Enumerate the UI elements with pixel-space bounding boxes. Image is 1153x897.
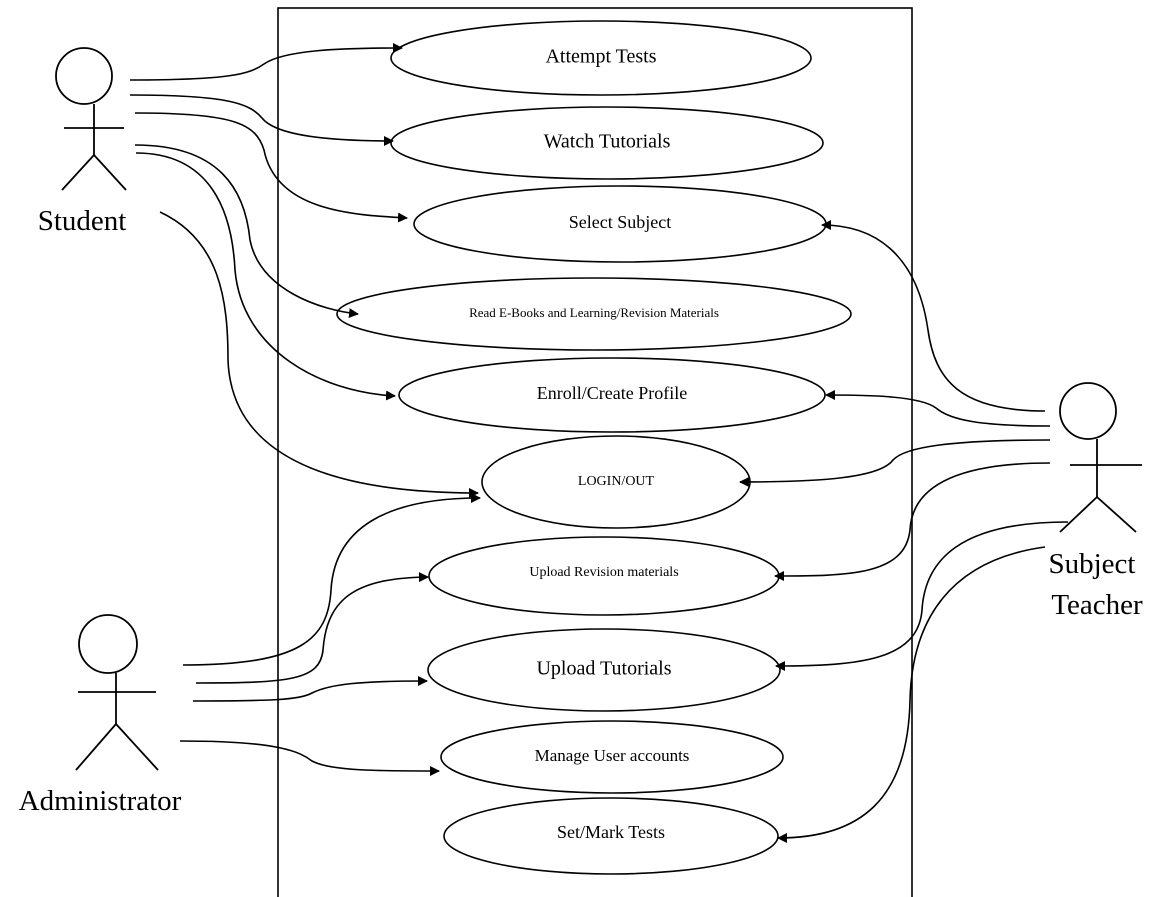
use-case-upload-tutorials-label: Upload Tutorials [536, 658, 671, 680]
use-case-read-ebooks-label: Read E-Books and Learning/Revision Mater… [469, 305, 719, 320]
link-teacher-upload-revision [774, 462, 1051, 581]
use-case-upload-revision: Upload Revision materials [428, 536, 780, 616]
link-teacher-login [739, 439, 1051, 487]
use-case-attempt-tests: Attempt Tests [390, 20, 812, 96]
link-student-login [159, 211, 479, 498]
use-case-set-mark-tests-label: Set/Mark Tests [557, 822, 665, 842]
link-student-select-subject [134, 112, 408, 223]
use-case-attempt-tests-label: Attempt Tests [545, 46, 656, 68]
actor-subject-teacher-label-line2: Teacher [1051, 589, 1143, 621]
actor-student: Student [38, 47, 127, 237]
actor-administrator-label: Administrator [19, 785, 182, 817]
link-student-attempt-tests [129, 43, 403, 81]
use-case-select-subject-label: Select Subject [569, 212, 671, 232]
use-case-read-ebooks: Read E-Books and Learning/Revision Mater… [336, 277, 852, 351]
use-case-upload-revision-label: Upload Revision materials [529, 565, 678, 580]
link-admin-upload-revision [195, 572, 429, 684]
link-admin-upload-tutorials [192, 676, 428, 702]
use-case-set-mark-tests: Set/Mark Tests [443, 797, 779, 875]
link-teacher-upload-tutorials [775, 521, 1069, 671]
use-case-login-out-label: LOGIN/OUT [578, 474, 655, 489]
link-student-enroll [135, 152, 396, 401]
link-admin-login [182, 493, 481, 666]
use-case-upload-tutorials: Upload Tutorials [427, 628, 781, 712]
use-case-watch-tutorials: Watch Tutorials [390, 106, 824, 180]
link-teacher-enroll [825, 390, 1051, 427]
use-case-login-out: LOGIN/OUT [481, 435, 751, 529]
use-case-watch-tutorials-label: Watch Tutorials [544, 131, 671, 153]
use-case-manage-accounts-label: Manage User accounts [535, 746, 690, 765]
actor-student-label: Student [38, 205, 127, 237]
use-case-enroll-profile-label: Enroll/Create Profile [537, 383, 687, 403]
use-case-enroll-profile: Enroll/Create Profile [398, 357, 826, 433]
link-teacher-select-subject [821, 220, 1046, 412]
system-boundary [277, 7, 913, 897]
actor-subject-teacher-label-line1: Subject [1049, 548, 1136, 580]
link-teacher-set-mark-tests [777, 546, 1046, 843]
use-case-manage-accounts: Manage User accounts [440, 720, 784, 794]
actor-subject-teacher: Subject Teacher [1049, 382, 1143, 621]
link-student-read-ebooks [134, 144, 359, 319]
link-student-watch-tutorials [129, 94, 394, 146]
actor-administrator: Administrator [19, 614, 182, 817]
use-case-select-subject: Select Subject [413, 185, 827, 263]
link-admin-manage-accounts [179, 740, 440, 776]
